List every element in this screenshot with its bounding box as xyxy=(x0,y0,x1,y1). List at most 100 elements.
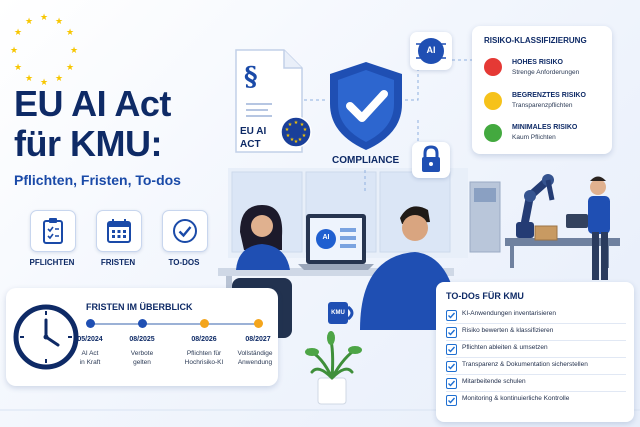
milestone-date-1: 08/2025 xyxy=(129,336,155,343)
milestone-desc-3: Vollständige Anwendung xyxy=(226,350,284,367)
clock-icon xyxy=(13,304,79,370)
svg-text:★: ★ xyxy=(303,127,308,133)
todo-item-4: Mitarbeitende schulen xyxy=(446,376,626,392)
todo-item-label: KI-Anwendungen inventarisieren xyxy=(462,310,556,317)
document-label-line2: ACT xyxy=(240,139,261,150)
todo-item-2: Pflichten ableiten & umsetzen xyxy=(446,342,626,358)
todo-title: TO-DOs FÜR KMU xyxy=(446,291,524,301)
svg-text:★: ★ xyxy=(25,17,33,27)
milestone-date-0: 05/2024 xyxy=(77,336,103,343)
milestone-desc-0-line1: AI Act xyxy=(81,350,99,357)
todo-item-label: Risiko bewerten & klassifizieren xyxy=(462,327,554,334)
milestone-desc-1-line2: gelten xyxy=(133,358,151,366)
milestone-desc-1: Verbote gelten xyxy=(113,350,171,367)
document-label: EU AI ACT xyxy=(240,125,266,151)
svg-text:★: ★ xyxy=(290,137,295,143)
milestone-desc-3-line1: Vollständige xyxy=(237,350,273,357)
risk-minimal-title: MINIMALES RISIKO xyxy=(512,124,578,131)
svg-text:★: ★ xyxy=(294,120,299,126)
checkbox-checked-icon xyxy=(446,344,457,355)
todo-item-1: Risiko bewerten & klassifizieren xyxy=(446,325,626,341)
svg-text:★: ★ xyxy=(300,122,305,128)
risk-limited-subtitle: Transparenzpflichten xyxy=(512,102,573,109)
checkbox-checked-icon xyxy=(446,395,457,406)
svg-text:★: ★ xyxy=(298,137,303,143)
check-circle-icon xyxy=(162,210,208,252)
risk-high-dot-icon xyxy=(484,58,502,76)
risk-high-subtitle: Strenge Anforderungen xyxy=(512,69,580,76)
risk-minimal-subtitle: Kaum Pflichten xyxy=(512,134,556,141)
page-title-line1: EU AI Act xyxy=(14,83,171,124)
lock-icon xyxy=(412,142,450,178)
svg-text:★: ★ xyxy=(294,139,299,145)
todo-item-label: Mitarbeitende schulen xyxy=(462,378,526,385)
todo-card: TO-DOs FÜR KMU KI-Anwendungen inventaris… xyxy=(436,282,634,422)
todo-item-label: Transparenz & Dokumentation sicherstelle… xyxy=(462,361,588,368)
icon-label-todos: TO-DOS xyxy=(168,258,200,267)
milestone-date-2: 08/2026 xyxy=(191,336,217,343)
milestone-desc-0-line2: in Kraft xyxy=(79,358,101,366)
milestone-dot-1 xyxy=(138,319,147,328)
eu-flag-icon: ★★★★ ★★★★ ★★ xyxy=(280,116,312,148)
risk-limited-dot-icon xyxy=(484,92,502,110)
page-title-line2: für KMU: xyxy=(14,123,162,164)
ai-chip-label: AI xyxy=(426,45,436,55)
risk-classification-card: RISIKO-KLASSIFIZIERUNG HOHES RISIKO Stre… xyxy=(472,26,612,154)
ai-brain-icon: AI xyxy=(410,32,452,70)
checkbox-checked-icon xyxy=(446,378,457,389)
svg-text:★: ★ xyxy=(14,63,22,73)
checkbox-checked-icon xyxy=(446,310,457,321)
svg-text:★: ★ xyxy=(70,46,78,56)
risk-minimal-dot-icon xyxy=(484,124,502,142)
checkbox-checked-icon xyxy=(446,361,457,372)
svg-text:★: ★ xyxy=(55,74,63,84)
shield-check-icon xyxy=(330,62,402,150)
milestone-dot-0 xyxy=(86,319,95,328)
checkbox-checked-icon xyxy=(446,327,457,338)
risk-limited-title: BEGRENZTES RISIKO xyxy=(512,92,586,99)
timeline-title: FRISTEN IM ÜBERBLICK xyxy=(86,302,193,312)
calendar-icon xyxy=(96,210,142,252)
svg-text:★: ★ xyxy=(25,74,33,84)
svg-text:★: ★ xyxy=(285,127,290,133)
todo-item-label: Monitoring & kontinuierliche Kontrolle xyxy=(462,395,570,402)
milestone-desc-2-line1: Pflichten für xyxy=(186,350,222,357)
timeline-line xyxy=(92,323,262,325)
milestone-desc-3-line2: Anwendung xyxy=(237,358,273,366)
eu-stars-icon: ★ ★ ★ ★ ★ ★ ★ ★ ★ ★ ★ ★ xyxy=(10,13,78,88)
milestone-dot-3 xyxy=(254,319,263,328)
todo-item-label: Pflichten ableiten & umsetzen xyxy=(462,344,548,351)
svg-text:★: ★ xyxy=(40,13,48,23)
svg-text:★: ★ xyxy=(286,133,291,139)
milestone-desc-2: Pflichten für Hochrisiko-KI xyxy=(175,350,233,367)
svg-text:★: ★ xyxy=(40,78,48,88)
milestone-desc-1-line1: Verbote xyxy=(130,350,154,357)
milestone-date-3: 08/2027 xyxy=(245,336,271,343)
paragraph-symbol: § xyxy=(244,62,258,92)
svg-text:★: ★ xyxy=(288,122,293,128)
todo-item-3: Transparenz & Dokumentation sicherstelle… xyxy=(446,359,626,375)
svg-text:★: ★ xyxy=(55,17,63,27)
milestone-dot-2 xyxy=(200,319,209,328)
compliance-label: COMPLIANCE xyxy=(332,155,400,166)
svg-text:★: ★ xyxy=(10,46,18,56)
svg-text:★: ★ xyxy=(66,28,74,38)
svg-text:★: ★ xyxy=(66,63,74,73)
page-subtitle: Pflichten, Fristen, To-dos xyxy=(14,172,181,188)
todo-item-0: KI-Anwendungen inventarisieren xyxy=(446,308,626,324)
document-label-line1: EU AI xyxy=(240,126,267,137)
todo-item-5: Monitoring & kontinuierliche Kontrolle xyxy=(446,393,626,408)
risk-high-title: HOHES RISIKO xyxy=(512,59,563,66)
risk-title: RISIKO-KLASSIFIZIERUNG xyxy=(484,36,587,45)
svg-text:★: ★ xyxy=(14,28,22,38)
mug-label: KMU xyxy=(331,310,345,316)
milestone-desc-2-line2: Hochrisiko-KI xyxy=(184,358,224,366)
icon-label-fristen: FRISTEN xyxy=(100,258,136,267)
milestone-desc-0: AI Act in Kraft xyxy=(61,350,119,367)
clipboard-icon xyxy=(30,210,76,252)
icon-label-pflichten: PFLICHTEN xyxy=(29,258,75,267)
svg-text:★: ★ xyxy=(302,133,307,139)
laptop-ai-label: AI xyxy=(322,234,330,241)
